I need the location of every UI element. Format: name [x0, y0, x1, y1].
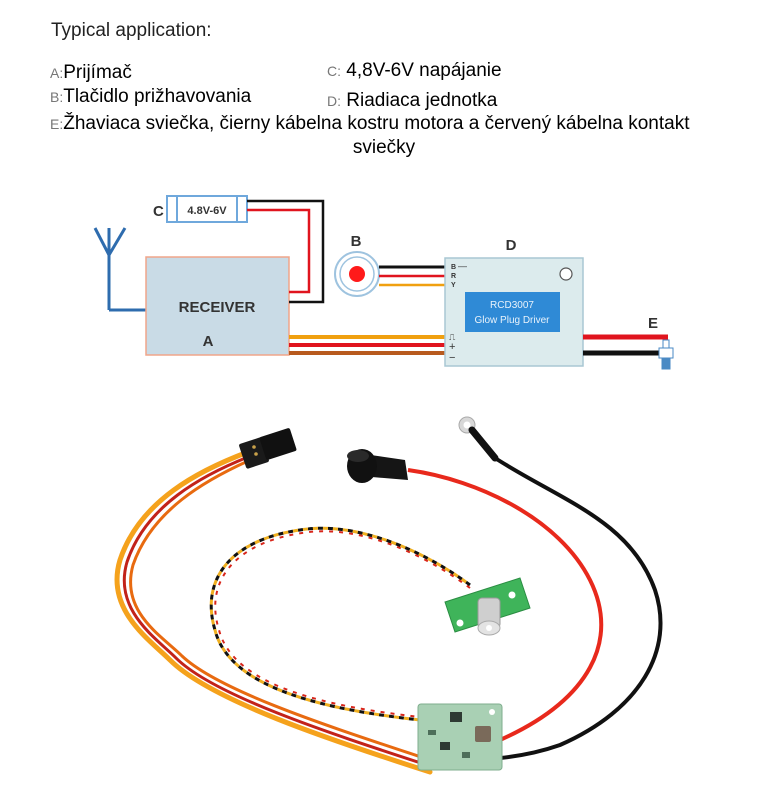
receiver-name: RECEIVER: [179, 299, 256, 316]
wire-battery-black: [247, 199, 325, 304]
glow-button-icon: [334, 251, 380, 297]
driver-label: D: [506, 237, 517, 254]
driver-led-icon: [559, 267, 573, 281]
driver-pin-minus-top: —: [458, 261, 467, 271]
legend-key-b: B:: [50, 89, 64, 105]
battery-voltage: 4.8V-6V: [187, 205, 227, 217]
glow-plug-cap-icon: [347, 449, 408, 483]
product-photo: [114, 416, 663, 775]
legend-text-d: Riadiaca jednotka: [346, 90, 498, 111]
driver-subtitle: Glow Plug Driver: [474, 315, 550, 326]
glow-plug-label: E: [648, 315, 658, 332]
driver-panel: [465, 292, 560, 332]
driver-pin-b: B: [451, 264, 456, 271]
twisted-remote-lead: [209, 526, 471, 722]
legend-item-e: E:Žhaviaca sviečka, čierny kábelna kostr…: [50, 113, 690, 135]
red-glow-lead: [407, 468, 604, 742]
receiver-label: A: [203, 333, 214, 350]
battery-label: C: [153, 203, 164, 220]
legend-item-b: B:Tlačidlo prižhavovania: [50, 86, 251, 108]
legend-text-c: 4,8V-6V napájanie: [346, 60, 502, 81]
page-title: Typical application:: [51, 20, 212, 41]
legend-item-d: D: Riadiaca jednotka: [327, 90, 497, 112]
receiver-box: [145, 256, 290, 356]
legend-item-a: A:Prijímač: [50, 62, 132, 84]
legend-key-e: E:: [50, 116, 64, 132]
legend-text-e: Žhaviaca sviečka, čierny kábelna kostru …: [63, 113, 690, 134]
wire-battery-red: [247, 208, 311, 294]
button-label: B: [351, 233, 362, 250]
remote-switch-board-icon: [444, 577, 531, 636]
legend-item-c: C: 4,8V-6V napájanie: [327, 60, 502, 82]
driver-pin-y: Y: [451, 282, 456, 289]
antenna-icon: [93, 227, 146, 312]
legend-key-a: A:: [50, 65, 64, 81]
legend-text-a: Prijímač: [63, 62, 132, 83]
driver-pcb-icon: [417, 703, 503, 771]
driver-model: RCD3007: [490, 300, 534, 311]
black-ground-lead: [493, 456, 663, 760]
driver-pin-signal: ⎍: [449, 332, 456, 342]
servo-connector-icon: [239, 428, 297, 469]
legend-key-c: C:: [327, 63, 341, 79]
wiring-diagram: RECEIVER A C 4.8V-6V B D B R Y — RCD3007…: [93, 195, 674, 370]
legend-key-d: D:: [327, 93, 341, 109]
driver-pin-r: R: [451, 273, 456, 280]
legend-text-b: Tlačidlo prižhavovania: [63, 86, 252, 107]
legend-text-e-continued: sviečky: [352, 137, 416, 158]
glow-plug-icon: [658, 339, 674, 370]
ground-ring-terminal-icon: [458, 416, 499, 462]
driver-pin-minus: −: [449, 352, 455, 364]
driver-pin-plus: +: [449, 341, 455, 353]
servo-lead: [114, 449, 433, 775]
